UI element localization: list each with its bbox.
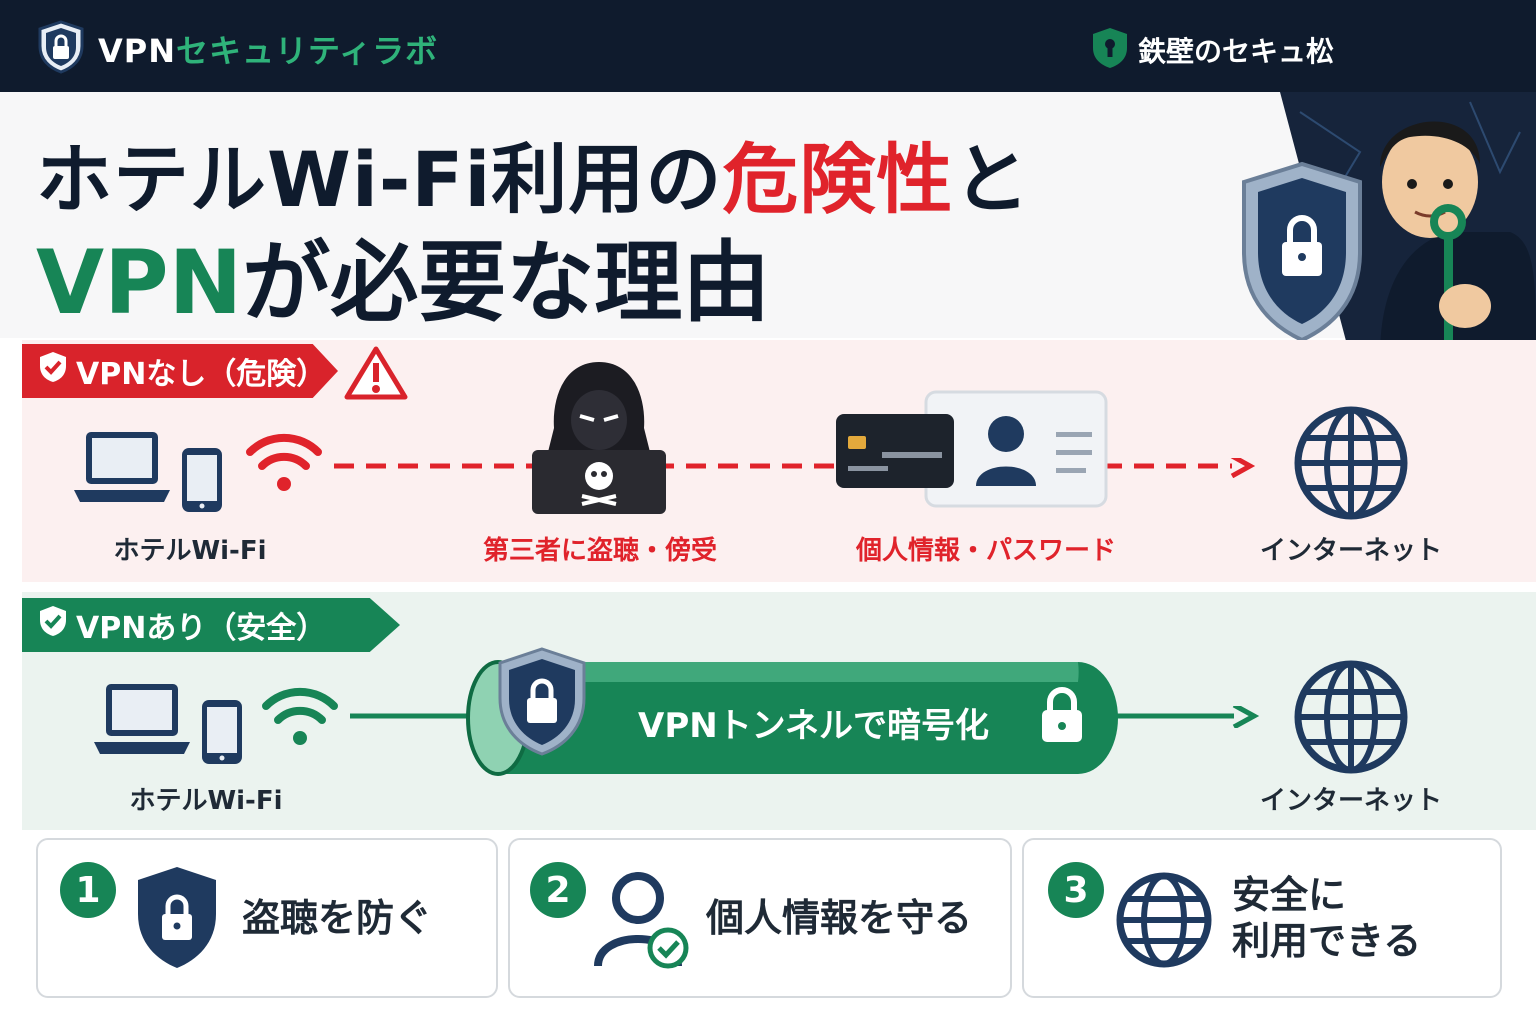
globe-icon-safe — [1292, 658, 1410, 780]
wifi-icon-safe — [260, 682, 340, 752]
benefit-number: 2 — [530, 862, 586, 918]
benefit-card-1: 1 盗聴を防ぐ — [36, 838, 498, 998]
user-check-icon — [592, 868, 692, 976]
smartphone-icon — [200, 698, 244, 770]
shield-lock-icon — [36, 20, 86, 78]
danger-ribbon: VPNなし（危険） — [22, 344, 338, 398]
danger-ribbon-label: VPNなし（危険） — [76, 357, 327, 392]
vpn-tunnel-label: VPNトンネルで暗号化 — [638, 706, 990, 746]
author-badge: 鉄壁のセキュ松 — [1090, 26, 1334, 74]
benefit-text: 個人情報を守る — [706, 896, 973, 940]
credit-card-id-icon — [834, 390, 1110, 514]
brand-logo[interactable]: VPNセキュリティラボ — [36, 20, 438, 78]
warning-icon — [344, 346, 408, 404]
hacker-icon — [524, 358, 674, 522]
benefit-number: 3 — [1048, 862, 1104, 918]
shield-check-icon — [38, 351, 68, 391]
mascot-illustration — [1240, 92, 1536, 356]
wifi-icon-danger — [244, 428, 324, 498]
shield-keyhole-icon — [1090, 26, 1130, 74]
padlock-icon — [1038, 684, 1086, 750]
globe-icon-danger — [1292, 404, 1410, 526]
benefit-card-3: 3 安全に 利用できる — [1022, 838, 1502, 998]
benefit-number: 1 — [60, 862, 116, 918]
safe-ribbon-label: VPNあり（安全） — [76, 611, 327, 646]
author-name: 鉄壁のセキュ松 — [1138, 35, 1335, 68]
laptop-icon — [72, 428, 172, 510]
hotel-wifi-label-danger: ホテルWi-Fi — [113, 536, 267, 566]
personal-info-label: 個人情報・パスワード — [855, 536, 1116, 566]
shield-lock-icon — [496, 646, 588, 762]
page-title-line2: VPNが必要な理由 — [36, 231, 771, 334]
globe-icon — [1114, 870, 1214, 974]
eavesdrop-label: 第三者に盗聴・傍受 — [482, 536, 717, 566]
insecure-connection-line — [334, 453, 1258, 482]
brand-name: VPNセキュリティラボ — [98, 32, 439, 70]
benefit-text: 安全に 利用できる — [1232, 873, 1422, 964]
hotel-wifi-label-safe: ホテルWi-Fi — [129, 786, 283, 816]
internet-label-danger: インターネット — [1259, 536, 1442, 566]
internet-label-safe: インターネット — [1259, 786, 1442, 816]
shield-check-icon — [38, 605, 68, 645]
laptop-icon — [92, 680, 192, 762]
page-title-line1: ホテルWi-Fi利用の危険性と — [36, 135, 1031, 224]
smartphone-icon — [180, 446, 224, 518]
vpn-tunnel — [458, 652, 1124, 790]
shield-lock-icon — [134, 864, 220, 976]
top-bar — [0, 0, 1536, 92]
benefit-card-2: 2 個人情報を守る — [508, 838, 1012, 998]
benefit-text: 盗聴を防ぐ — [242, 896, 433, 940]
safe-ribbon: VPNあり（安全） — [22, 598, 400, 652]
